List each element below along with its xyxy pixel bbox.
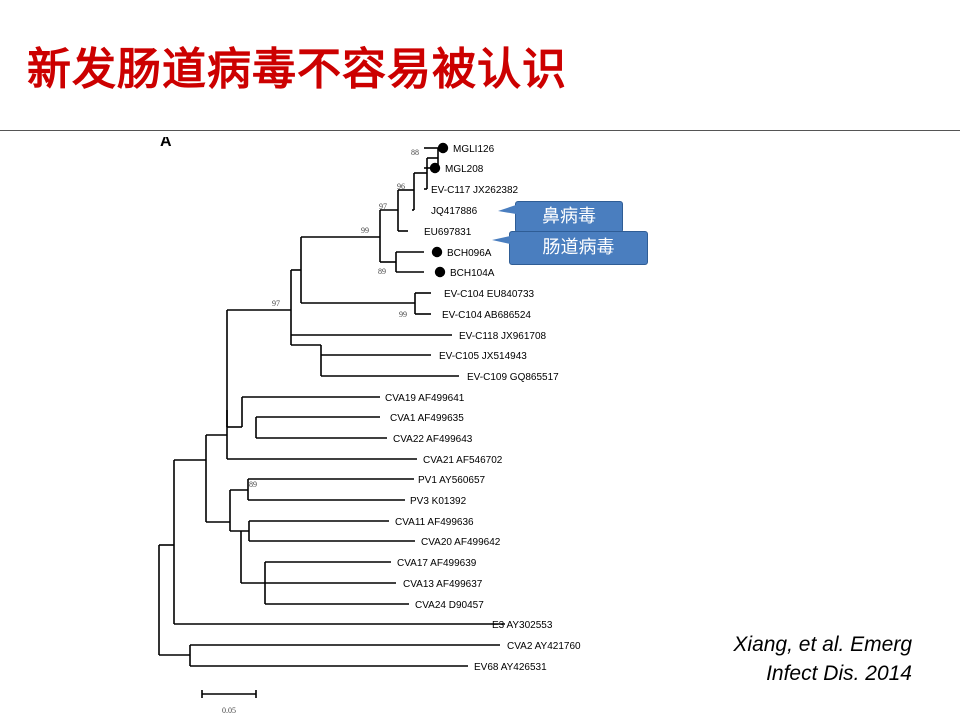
leaf-label: EV-C104 AB686524 <box>442 310 531 321</box>
leaf-label: BCH096A <box>447 248 492 259</box>
bootstrap-value: 99 <box>361 226 369 235</box>
slide-title: 新发肠道病毒不容易被认识 <box>27 44 567 95</box>
bootstrap-value: 97 <box>379 202 387 211</box>
leaf-label: CVA19 AF499641 <box>385 393 465 404</box>
bootstrap-value: 88 <box>411 148 419 157</box>
leaf-label: CVA24 D90457 <box>415 600 484 611</box>
study-sample-marker <box>429 162 441 174</box>
leaf-label: EV-C118 JX961708 <box>459 331 547 342</box>
citation-line-1: Xiang, et al. Emerg <box>733 633 912 656</box>
study-sample-marker <box>431 246 443 258</box>
leaf-label: CVA2 AY421760 <box>507 641 581 652</box>
leaf-label: EV-C105 JX514943 <box>439 351 527 362</box>
leaf-label: CVA11 AF499636 <box>395 517 474 528</box>
citation: Xiang, et al. Emerg Infect Dis. 2014 <box>733 630 912 688</box>
leaf-label: EV-C109 GQ865517 <box>467 372 559 383</box>
bootstrap-value: 99 <box>399 310 407 319</box>
bootstrap-value: 89 <box>249 480 257 489</box>
leaf-label: CVA21 AF546702 <box>423 455 503 466</box>
study-sample-marker <box>434 266 446 278</box>
citation-line-2: Infect Dis. 2014 <box>766 662 912 685</box>
leaf-label: CVA22 AF499643 <box>393 434 473 445</box>
leaf-label: EV-C117 JX262382 <box>431 185 519 196</box>
leaf-label: CVA20 AF499642 <box>421 537 501 548</box>
leaf-label: BCH104A <box>450 268 495 279</box>
leaf-label: CVA13 AF499637 <box>403 579 483 590</box>
leaf-label: EV-C104 EU840733 <box>444 289 535 300</box>
bootstrap-value: 89 <box>378 267 386 276</box>
bootstrap-value: 97 <box>272 299 280 308</box>
leaf-label: EV68 AY426531 <box>474 662 547 673</box>
enterovirus-callout: 肠道病毒 <box>509 231 648 265</box>
scale-bar-label: 0.05 <box>222 706 236 715</box>
bootstrap-value: 96 <box>397 182 405 191</box>
leaf-label: CVA1 AF499635 <box>390 413 464 424</box>
leaf-label: MGLI126 <box>453 144 495 155</box>
leaf-label: PV1 AY560657 <box>418 475 486 486</box>
panel-letter: A <box>160 137 172 150</box>
leaf-label: EU697831 <box>424 227 472 238</box>
nasal-virus-callout: 鼻病毒 <box>515 201 623 233</box>
study-sample-marker <box>437 142 449 154</box>
leaf-label: E3 AY302553 <box>492 620 553 631</box>
leaf-label: JQ417886 <box>431 206 478 217</box>
title-divider <box>0 130 960 131</box>
leaf-label: PV3 K01392 <box>410 496 467 507</box>
leaf-label: CVA17 AF499639 <box>397 558 477 569</box>
leaf-label: MGL208 <box>445 164 484 175</box>
